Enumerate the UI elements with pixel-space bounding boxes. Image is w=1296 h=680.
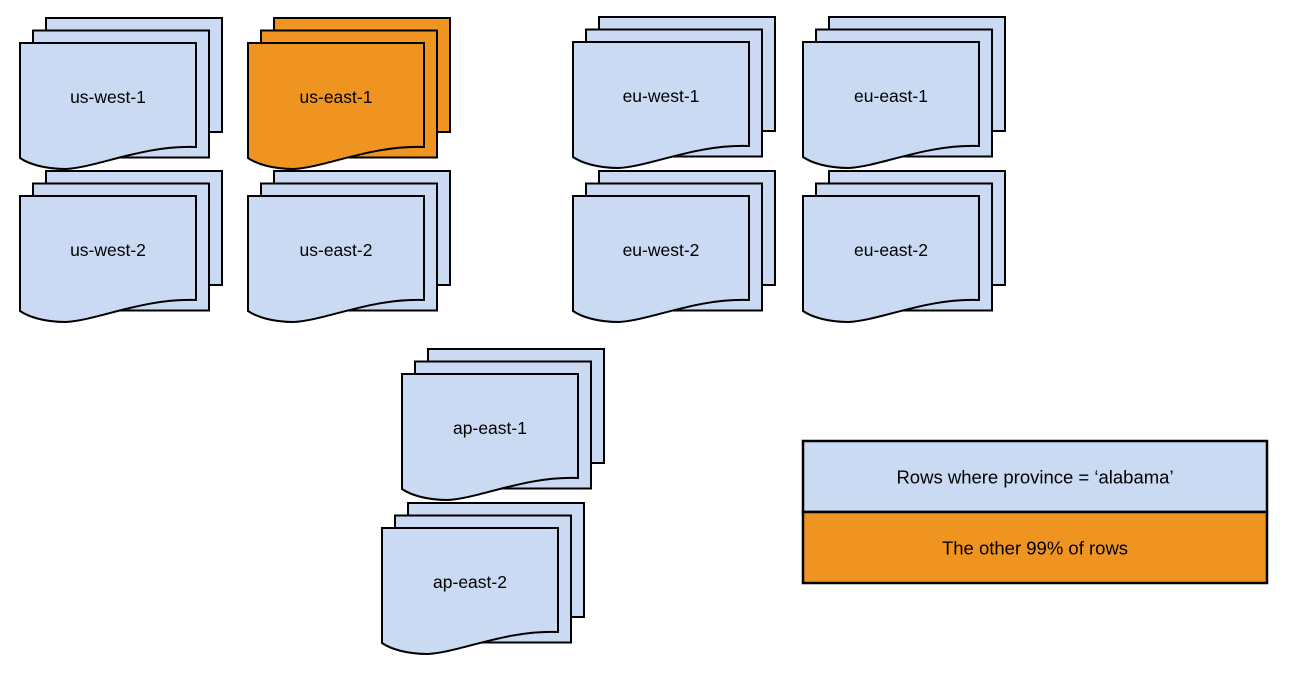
stack-sheet-front [572,41,750,170]
document-stack-us-west-1[interactable]: us-west-1 [19,17,223,171]
legend-swatch-blue [801,439,1269,514]
document-stack-eu-east-2[interactable]: eu-east-2 [802,170,1006,324]
document-stack-layer: us-west-1 us-east-1 eu-west-1 eu-east-1 us-w… [19,16,1006,656]
stack-sheet-front [247,195,425,324]
document-stack-eu-east-1[interactable]: eu-east-1 [802,16,1006,170]
stack-label-ap-east-1: ap-east-1 [453,418,527,438]
stack-label-eu-east-1: eu-east-1 [854,86,928,106]
stack-label-us-east-2: us-east-2 [300,240,373,260]
stack-sheet-front [381,527,559,656]
stack-label-us-west-2: us-west-2 [70,240,146,260]
stack-label-ap-east-2: ap-east-2 [433,572,507,592]
stack-label-us-east-1: us-east-1 [300,87,373,107]
document-stack-eu-west-2[interactable]: eu-west-2 [572,170,776,324]
legend-label-orange: The other 99% of rows [942,537,1128,558]
stack-label-eu-west-2: eu-west-2 [623,240,700,260]
stack-sheet-front [19,42,197,171]
document-stack-us-east-1[interactable]: us-east-1 [247,17,451,171]
legend-swatch-orange [801,510,1269,585]
stack-sheet-front [401,373,579,502]
legend-row-blue: Rows where province = ‘alabama’ [801,439,1269,514]
stack-sheet-front [19,195,197,324]
stack-label-eu-east-2: eu-east-2 [854,240,928,260]
stack-label-eu-west-1: eu-west-1 [623,86,700,106]
stack-label-us-west-1: us-west-1 [70,87,146,107]
stack-sheet-front [802,41,980,170]
document-stack-eu-west-1[interactable]: eu-west-1 [572,16,776,170]
document-stack-us-east-2[interactable]: us-east-2 [247,170,451,324]
legend-layer: Rows where province = ‘alabama’ The other… [801,439,1269,585]
document-stack-ap-east-1[interactable]: ap-east-1 [401,348,605,502]
stack-sheet-front [572,195,750,324]
document-stack-us-west-2[interactable]: us-west-2 [19,170,223,324]
document-stack-ap-east-2[interactable]: ap-east-2 [381,502,585,656]
stack-sheet-front [247,42,425,171]
legend-row-orange: The other 99% of rows [801,510,1269,585]
stack-sheet-front [802,195,980,324]
legend-label-blue: Rows where province = ‘alabama’ [896,466,1173,487]
